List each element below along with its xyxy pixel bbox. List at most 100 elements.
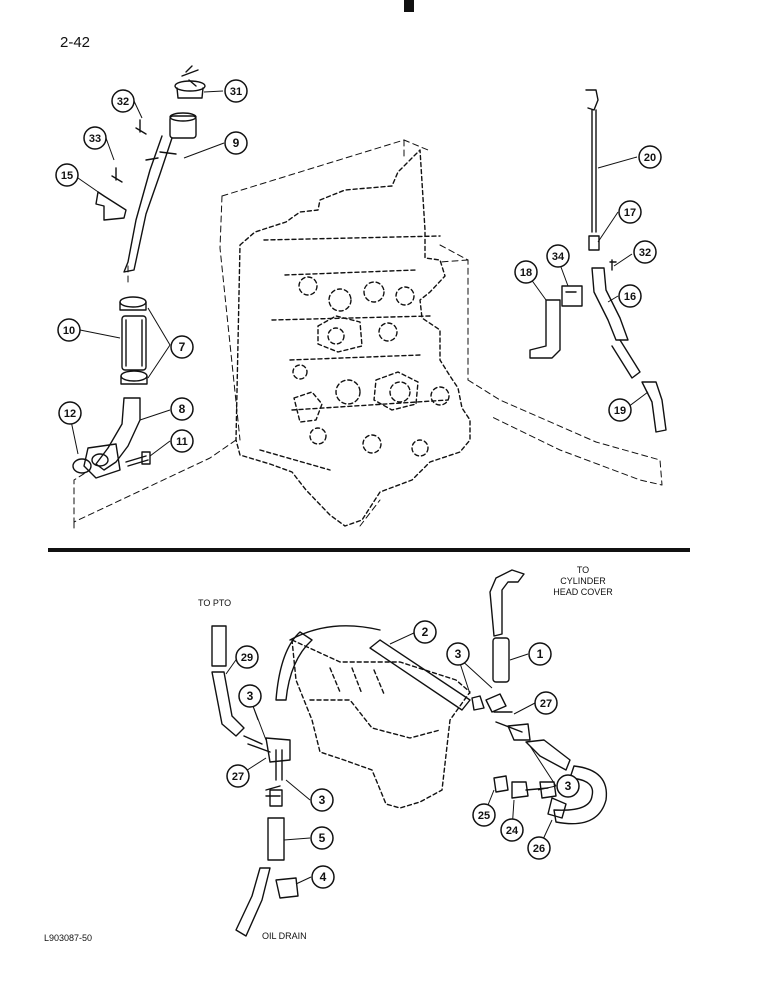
callout-17: 17 [618,200,642,224]
callout-31: 31 [224,79,248,103]
section-divider [48,548,690,552]
callout-number: 25 [478,810,490,822]
page-number: 2-42 [60,34,91,51]
to-cylinder-head-cover-caption: TO CYLINDER HEAD COVER [548,565,618,598]
callout-number: 17 [624,207,636,219]
callout-10: 10 [57,318,81,342]
callout-circle [618,200,642,224]
callout-circle [527,836,551,860]
callout-circle [170,429,194,453]
callout-3: 3 [556,774,580,798]
callout-circle [534,691,558,715]
callout-20: 20 [638,145,662,169]
callout-circle [170,335,194,359]
callout-4: 4 [311,865,335,889]
callout-number: 18 [520,267,532,279]
hose-and-clamps [119,296,148,385]
callout-circle [310,788,334,812]
callout-number: 3 [565,779,572,793]
callout-circle [83,126,107,150]
callout-circle [608,398,632,422]
callout-3: 3 [310,788,334,812]
callout-number: 24 [506,825,519,837]
callout-number: 12 [64,408,76,420]
oil-drain-caption: OIL DRAIN [262,931,307,941]
callout-circle [310,826,334,850]
callout-circle [556,774,580,798]
callout-number: 11 [176,436,188,448]
oil-pan [291,639,471,809]
callout-circle [638,145,662,169]
callout-circle [224,79,248,103]
callout-circle [413,620,437,644]
callout-number: 32 [117,96,129,108]
callout-34: 34 [546,244,570,268]
callout-number: 2 [422,625,429,639]
callout-number: 3 [319,793,326,807]
engine-block [235,149,471,527]
callout-circle [238,684,262,708]
callout-3: 3 [238,684,262,708]
callout-number: 15 [61,170,73,182]
oil-filler-assembly [95,65,206,273]
callout-27: 27 [534,691,558,715]
callout-circle [55,163,79,187]
callout-12: 12 [58,401,82,425]
dipstick-assembly [529,89,667,433]
callout-number: 8 [179,402,186,416]
callout-number: 1 [537,647,544,661]
callout-circle [170,397,194,421]
callout-32: 32 [111,89,135,113]
callout-circle [235,645,259,669]
callout-number: 33 [89,133,101,145]
callout-9: 9 [224,131,248,155]
callout-15: 15 [55,163,79,187]
callout-32: 32 [633,240,657,264]
callout-33: 33 [83,126,107,150]
callout-1: 1 [528,642,552,666]
callout-circle [472,803,496,827]
callout-number: 19 [614,405,626,417]
figure-code: L903087-50 [44,933,93,943]
callout-number: 3 [455,647,462,661]
caption-line: HEAD COVER [553,587,613,597]
callout-circle [446,642,470,666]
callout-number: 32 [639,247,651,259]
to-pto-caption: TO PTO [198,598,232,608]
callout-18: 18 [514,260,538,284]
callout-circle [633,240,657,264]
callout-circle [618,284,642,308]
callout-27: 27 [226,764,250,788]
header-fragment [404,0,414,12]
callout-3: 3 [446,642,470,666]
callout-8: 8 [170,397,194,421]
callout-number: 29 [241,652,253,664]
callout-circle [58,401,82,425]
callout-25: 25 [472,803,496,827]
callout-number: 3 [247,689,254,703]
callout-circle [226,764,250,788]
callout-circle [500,818,524,842]
callout-19: 19 [608,398,632,422]
callout-16: 16 [618,284,642,308]
callout-circle [528,642,552,666]
callout-5: 5 [310,826,334,850]
callout-number: 27 [540,698,552,710]
callout-number: 4 [320,870,327,884]
callout-2: 2 [413,620,437,644]
callout-number: 26 [533,843,545,855]
callout-circle [224,131,248,155]
callout-number: 7 [179,340,186,354]
callout-number: 34 [552,251,565,263]
caption-line: TO [576,565,590,575]
callout-number: 5 [319,831,326,845]
breather-hoses [211,569,608,937]
elbow-assembly [72,397,151,479]
callout-number: 20 [644,152,656,164]
caption-line: CYLINDER [560,576,606,586]
callout-number: 27 [232,771,244,783]
callout-circle [546,244,570,268]
callout-7: 7 [170,335,194,359]
